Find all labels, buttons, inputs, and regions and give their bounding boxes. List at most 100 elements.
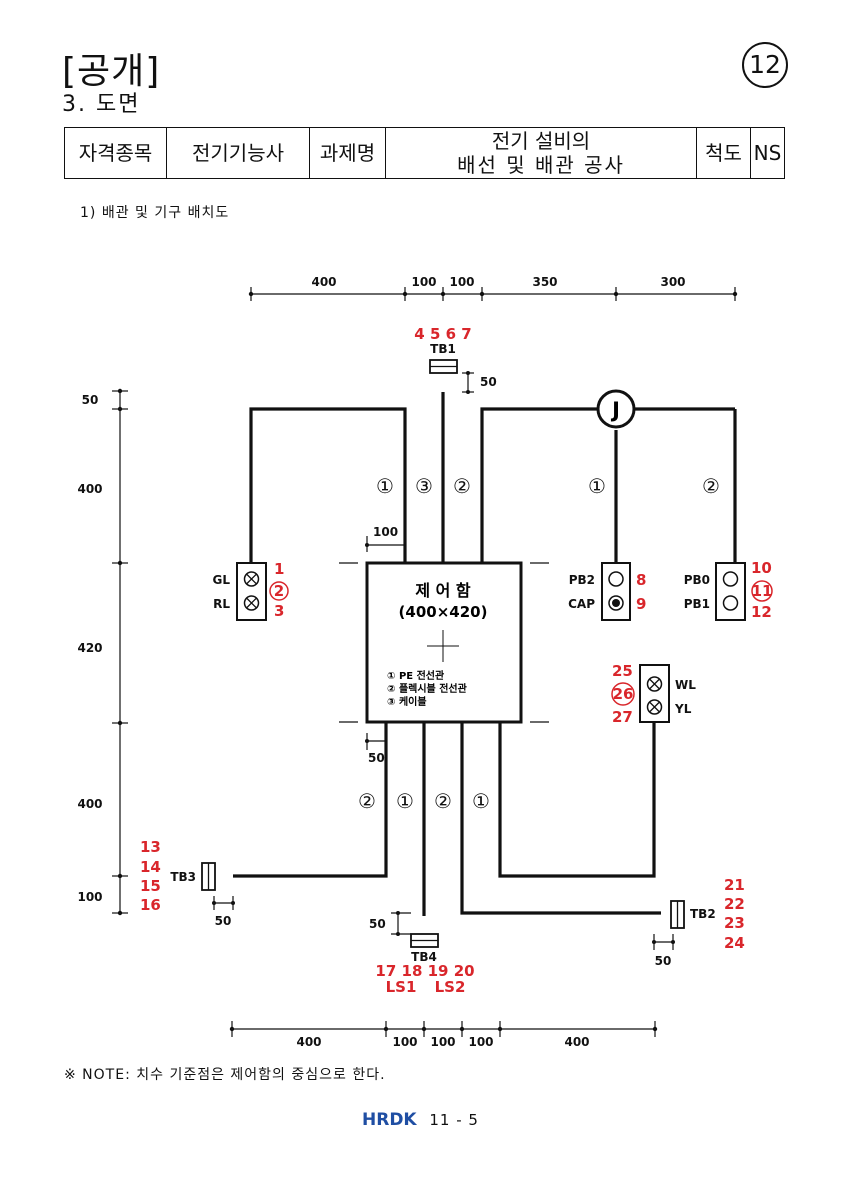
wl-label: WL — [675, 678, 696, 692]
pb2-terminal-8: 8 — [636, 571, 646, 589]
tb4-gap-dim: 50 — [369, 917, 386, 931]
top-dim-2: 100 — [411, 275, 436, 289]
rl-terminal-3: 3 — [274, 602, 284, 620]
task-value: 전기 설비의 배선 및 배관 공사 — [385, 127, 697, 179]
tb2-terminal-24: 24 — [724, 934, 745, 952]
pb0-terminal-10: 10 — [751, 559, 772, 577]
qualification-value: 전기기능사 — [166, 127, 310, 179]
left-dimension: 50 400 420 400 100 — [77, 388, 128, 916]
ls2-label: LS2 — [435, 978, 466, 996]
tb3-terminal-16: 16 — [140, 896, 161, 914]
top-dim-4: 350 — [532, 275, 557, 289]
left-dim-4: 400 — [77, 797, 102, 811]
wl-terminal-26: 26 — [613, 685, 634, 703]
pipe-label-pe: ① — [588, 474, 606, 498]
task-line-1: 전기 설비의 — [491, 129, 591, 153]
pb1-button-icon — [722, 595, 739, 611]
box-offset-top-dim: 100 — [373, 525, 398, 539]
tb2-name: TB2 — [690, 907, 716, 921]
bottom-dim-4: 100 — [468, 1035, 493, 1049]
pb0-button-icon — [722, 571, 739, 587]
junction-box: J — [596, 389, 636, 429]
terminal-block-tb1: 4 5 6 7 TB1 50 — [414, 325, 497, 394]
pipe-runs — [233, 392, 737, 916]
left-dim-3: 420 — [77, 641, 102, 655]
section-label: 1) 배관 및 기구 배치도 — [80, 205, 230, 221]
tb2-terminal-22: 22 — [724, 895, 745, 913]
tb4-terminals: 17 18 19 20 — [375, 962, 474, 980]
pb0-terminal-11: 11 — [752, 582, 773, 600]
pb2-button-icon — [608, 571, 624, 587]
pipe-label-flexible: ② — [434, 789, 452, 813]
bottom-dim-1: 400 — [296, 1035, 321, 1049]
tb2-terminal-21: 21 — [724, 876, 745, 894]
left-dim-2: 400 — [77, 482, 102, 496]
terminal-block-tb3: TB3 13 14 15 16 50 — [140, 838, 235, 928]
bottom-dim-5: 400 — [564, 1035, 589, 1049]
page-number-badge: 12 — [742, 42, 788, 88]
left-dim-5: 100 — [77, 890, 102, 904]
control-box-title: 제 어 함 — [415, 581, 471, 600]
gl-terminal-2: 2 — [274, 582, 284, 600]
tb3-terminal-13: 13 — [140, 838, 161, 856]
tb1-name: TB1 — [430, 342, 456, 356]
tb3-terminal-14: 14 — [140, 858, 161, 876]
pipe-label-pe: ① — [376, 474, 394, 498]
info-table: 자격종목 전기기능사 과제명 전기 설비의 배선 및 배관 공사 척도 NS — [64, 127, 785, 179]
legend-cable: ③ 케이블 — [387, 695, 427, 708]
scale-label: 척도 — [696, 127, 751, 179]
legend-pe-conduit: ① PE 전선관 — [387, 669, 445, 682]
junction-label: J — [610, 398, 620, 422]
hrdk-logo: HRDK — [362, 1110, 417, 1130]
pipe-label-pe: ① — [472, 789, 490, 813]
task-line-2: 배선 및 배관 공사 — [457, 153, 625, 177]
control-box: 제 어 함 (400×420) ① PE 전선관 ② 플렉시블 전선관 ③ 케이… — [339, 561, 549, 724]
terminal-block-tb4: TB4 17 18 19 20 LS1 LS2 50 — [369, 911, 475, 996]
pb1-label: PB1 — [684, 597, 710, 611]
pipe-label-flexible: ② — [702, 474, 720, 498]
pb2-label: PB2 — [569, 573, 595, 587]
tb1-gap-dim: 50 — [480, 375, 497, 389]
scale-value: NS — [750, 127, 785, 179]
gl-label: GL — [213, 573, 231, 587]
yl-label: YL — [674, 702, 692, 716]
tb3-terminal-15: 15 — [140, 877, 161, 895]
bottom-dim-3: 100 — [430, 1035, 455, 1049]
tb4-name: TB4 — [411, 950, 437, 964]
tb3-gap-dim: 50 — [215, 914, 232, 928]
dimension-note: ※ NOTE: 치수 기준점은 제어함의 중심으로 한다. — [64, 1067, 386, 1083]
top-dim-5: 300 — [660, 275, 685, 289]
ls1-label: LS1 — [386, 978, 417, 996]
tb2-terminal-23: 23 — [724, 914, 745, 932]
rl-label: RL — [213, 597, 230, 611]
document-title: [공개] — [62, 51, 161, 92]
switch-group-pb2-cap: PB2 CAP 8 9 — [568, 562, 646, 621]
bottom-dim-2: 100 — [392, 1035, 417, 1049]
cap-terminal-9: 9 — [636, 595, 646, 613]
box-offset-dims: 100 50 — [365, 525, 405, 765]
switch-group-pb0-pb1: PB0 PB1 10 11 12 — [684, 559, 773, 621]
gl-terminal-1: 1 — [274, 560, 284, 578]
top-dim-3: 100 — [449, 275, 474, 289]
pb1-terminal-12: 12 — [751, 603, 772, 621]
tb2-gap-dim: 50 — [655, 954, 672, 968]
footer-page-number: 11 - 5 — [429, 1111, 479, 1129]
lamp-group-gl-rl: GL RL 1 2 3 — [213, 560, 289, 621]
bottom-dimension: 400 100 100 100 400 — [229, 1021, 658, 1049]
layout-diagram: .dim { stroke:#111; stroke-width:1.2; fi… — [77, 275, 773, 1049]
box-offset-bottom-dim: 50 — [368, 751, 385, 765]
tb3-name: TB3 — [170, 870, 196, 884]
pipe-label-flexible: ② — [453, 474, 471, 498]
section-heading: 3. 도면 — [62, 92, 141, 117]
lamp-group-wl-yl: WL YL 25 26 27 — [611, 662, 696, 726]
legend-flexible-conduit: ② 플렉시블 전선관 — [387, 682, 468, 695]
pb0-label: PB0 — [684, 573, 710, 587]
control-box-size: (400×420) — [399, 603, 488, 621]
task-label: 과제명 — [309, 127, 386, 179]
top-dimension: 400 100 100 350 300 — [248, 275, 738, 301]
pipe-label-flexible: ② — [358, 789, 376, 813]
footer: HRDK 11 - 5 — [362, 1110, 479, 1130]
left-dim-1: 50 — [82, 393, 99, 407]
tb1-terminals: 4 5 6 7 — [414, 325, 471, 343]
qualification-label: 자격종목 — [64, 127, 167, 179]
